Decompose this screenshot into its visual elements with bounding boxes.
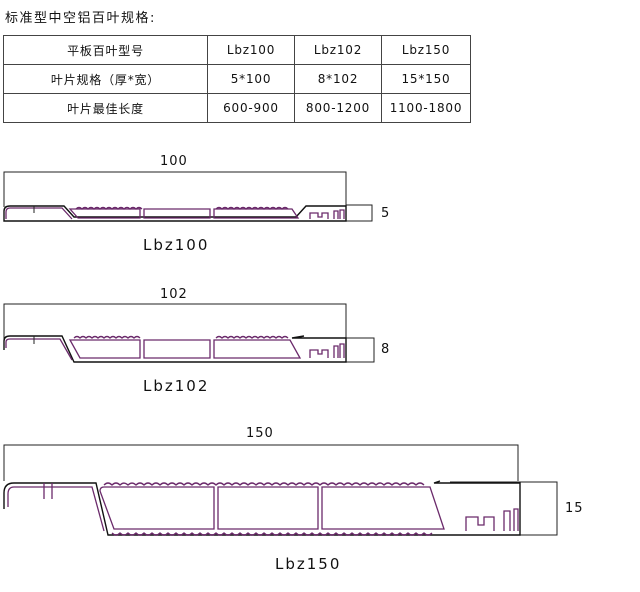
page-title: 标准型中空铝百叶规格: bbox=[5, 11, 156, 26]
ribbed-surface bbox=[103, 482, 425, 486]
ribbed-surface bbox=[75, 206, 143, 210]
width-dimension-line bbox=[3, 303, 347, 340]
width-dimension-line bbox=[3, 171, 347, 207]
width-dimension-line bbox=[3, 444, 519, 481]
table-row: 叶片规格（厚*宽） 5*100 8*102 15*150 bbox=[3, 64, 471, 94]
profile-model-label: Lbz100 bbox=[143, 236, 210, 254]
ribbed-surface bbox=[111, 532, 433, 536]
profile-thickness-label: 8 bbox=[381, 342, 391, 357]
clip-hooks bbox=[465, 508, 519, 531]
profile-width-label: 102 bbox=[160, 287, 188, 302]
profile-drawing-lbz100 bbox=[3, 171, 373, 222]
profile-inner-line bbox=[7, 486, 105, 532]
table-cell: 800-1200 bbox=[294, 93, 382, 123]
profile-model-label: Lbz102 bbox=[143, 377, 210, 395]
ribbed-surface bbox=[215, 206, 289, 210]
profile-inner-line bbox=[5, 207, 73, 220]
profile-model-label: Lbz150 bbox=[275, 555, 342, 573]
table-cell: 叶片规格（厚*宽） bbox=[3, 64, 208, 94]
profile-outline bbox=[3, 335, 347, 363]
spec-table: 平板百叶型号 Lbz100 Lbz102 Lbz150 叶片规格（厚*宽） 5*… bbox=[3, 35, 471, 123]
ribbed-surface bbox=[73, 335, 141, 339]
profile-drawing-lbz102 bbox=[3, 303, 375, 363]
profile-width-label: 100 bbox=[160, 154, 188, 169]
table-header-cell: Lbz100 bbox=[207, 35, 295, 65]
profile-notch bbox=[43, 483, 53, 499]
thickness-dimension-line bbox=[346, 337, 375, 363]
profile-outline bbox=[3, 205, 347, 222]
table-header-cell: 平板百叶型号 bbox=[3, 35, 208, 65]
profile-drawing-lbz150 bbox=[3, 444, 558, 536]
table-header-row: 平板百叶型号 Lbz100 Lbz102 Lbz150 bbox=[3, 35, 471, 65]
thickness-dimension-line bbox=[450, 481, 558, 536]
hollow-chambers bbox=[68, 208, 300, 219]
table-cell: 8*102 bbox=[294, 64, 382, 94]
clip-hooks bbox=[309, 343, 345, 358]
table-cell: 5*100 bbox=[207, 64, 295, 94]
table-header-cell: Lbz150 bbox=[381, 35, 471, 65]
hollow-chambers bbox=[68, 339, 302, 359]
table-cell: 600-900 bbox=[207, 93, 295, 123]
hollow-chambers bbox=[99, 486, 445, 530]
profile-thickness-label: 5 bbox=[381, 206, 391, 221]
table-header-cell: Lbz102 bbox=[294, 35, 382, 65]
thickness-dimension-line bbox=[346, 204, 373, 222]
clip-hooks bbox=[309, 209, 345, 219]
table-row: 叶片最佳长度 600-900 800-1200 1100-1800 bbox=[3, 93, 471, 123]
ribbed-surface bbox=[215, 335, 289, 339]
table-cell: 叶片最佳长度 bbox=[3, 93, 208, 123]
table-cell: 1100-1800 bbox=[381, 93, 471, 123]
profile-outline bbox=[3, 480, 521, 536]
table-cell: 15*150 bbox=[381, 64, 471, 94]
profile-thickness-label: 15 bbox=[565, 501, 584, 516]
profile-width-label: 150 bbox=[246, 426, 274, 441]
profile-inner-line bbox=[5, 338, 73, 361]
